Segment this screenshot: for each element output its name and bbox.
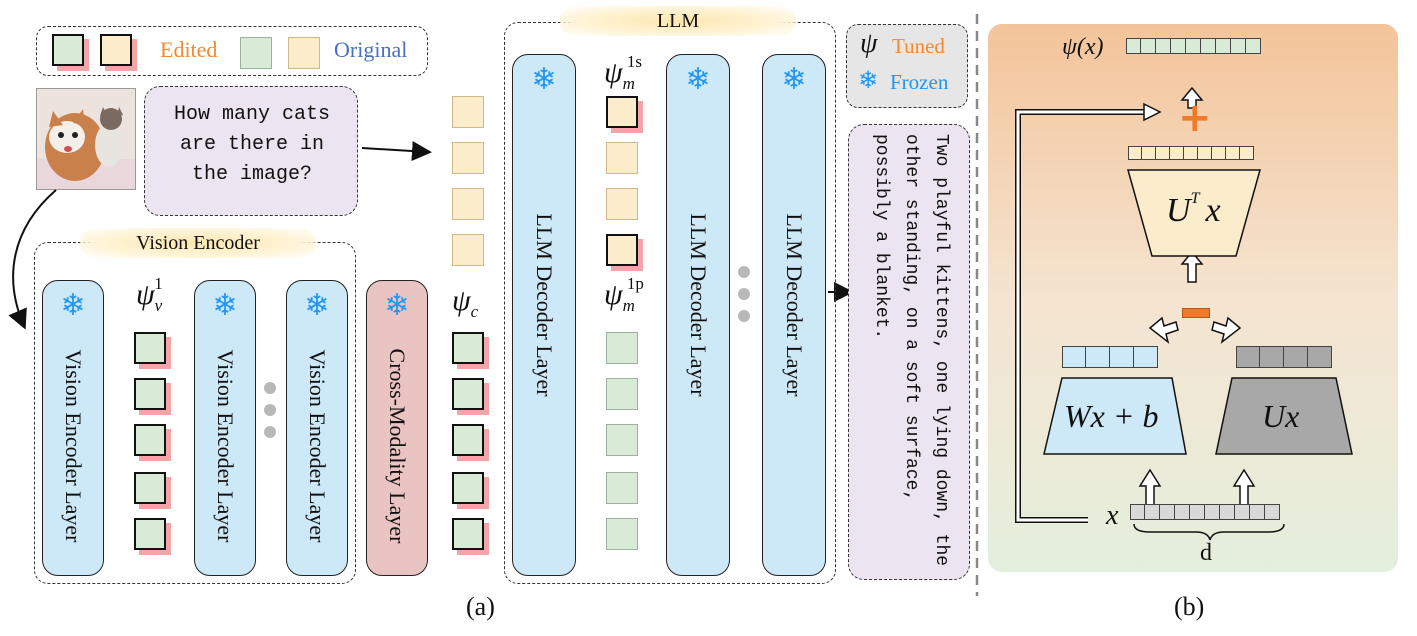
caption-b: (b): [1174, 592, 1205, 621]
plus-operator: +: [1178, 95, 1212, 141]
vision-token-3: [134, 424, 166, 456]
llm-text-token-3: [606, 188, 638, 220]
llm-text-token-2: [606, 142, 638, 174]
text-token-3: [452, 188, 484, 220]
skip-connection-inner: [1016, 110, 1150, 522]
llm-text-token-4: [606, 234, 638, 266]
vision-encoder-layer-3: ❄ Vision Encoder Layer: [286, 280, 348, 576]
diag-arrow-right: [1211, 316, 1242, 344]
snowflake-icon: ❄: [858, 66, 879, 94]
psi-m-1p-label: ψm1p: [604, 274, 644, 315]
cross-token-3: [452, 424, 484, 456]
image-to-encoder-arrow: [8, 189, 57, 330]
ux-block: [1215, 377, 1353, 455]
question-box: [144, 86, 358, 216]
ellipsis-dot: [738, 288, 750, 300]
legend-edited-yellow: [100, 34, 132, 66]
snowflake-icon: ❄: [781, 62, 807, 97]
ux-label: Ux: [1262, 398, 1300, 434]
psi-v-label: ψv1: [136, 274, 163, 315]
cat-image-svg: [37, 89, 135, 189]
skip-arrowhead: [1143, 102, 1162, 122]
question-to-llm-arrow: [361, 141, 432, 162]
up-arrow-minus: [1180, 250, 1204, 283]
wx-b-label: Wx + b: [1064, 398, 1159, 434]
diag-arrow-left: [1148, 316, 1179, 344]
vision-encoder-layer-1: ❄ Vision Encoder Layer: [42, 280, 104, 576]
question-text: How many cats are there in the image?: [173, 103, 331, 186]
llm-decoder-layer-3: ❄ LLM Decoder Layer: [762, 54, 826, 576]
llm-decoder-layer-2: ❄ LLM Decoder Layer: [666, 54, 730, 576]
cat-photo: [36, 88, 136, 190]
wx-b-block: [1043, 377, 1187, 455]
snowflake-icon: ❄: [304, 288, 330, 323]
up-arrow-wx: [1138, 468, 1162, 507]
llm-text-token-1: [606, 96, 638, 128]
llm-decoder-layer-1: ❄ LLM Decoder Layer: [512, 54, 576, 576]
legend-original-yellow: [288, 37, 320, 69]
text-token-1: [452, 96, 484, 128]
text-token-4: [452, 234, 484, 266]
llm-visual-token-5: [606, 518, 638, 550]
answer-text: Two playful kittens, one lying down, the…: [871, 134, 951, 567]
ux-output-vector: [1236, 346, 1332, 368]
ellipsis-dot: [264, 404, 276, 416]
ut-output-vector: [1128, 146, 1254, 160]
legend-edited-green: [52, 34, 84, 66]
snowflake-icon: ❄: [685, 62, 711, 97]
snowflake-icon: ❄: [60, 288, 86, 323]
output-label: ψ(x): [1062, 34, 1104, 60]
legend-edited-label: Edited: [160, 37, 218, 62]
snowflake-icon: ❄: [384, 288, 410, 323]
ellipsis-dot: [264, 426, 276, 438]
legend-original-green: [240, 37, 272, 69]
vision-token-1: [134, 332, 166, 364]
ut-x-block: [1127, 169, 1261, 257]
vision-token-4: [134, 472, 166, 504]
up-arrow-output: [1180, 86, 1204, 109]
llm-visual-token-4: [606, 472, 638, 504]
minus-operator: [1182, 308, 1210, 318]
llm-visual-token-2: [606, 378, 638, 410]
input-vector: [1130, 504, 1280, 520]
llm-title: LLM: [560, 6, 796, 36]
psi-m-1s-label: ψm1s: [604, 52, 643, 93]
cross-token-4: [452, 472, 484, 504]
cross-token-1: [452, 332, 484, 364]
snowflake-icon: ❄: [531, 62, 557, 97]
cross-modality-layer: ❄ Cross-Modality Layer: [366, 280, 428, 576]
tuned-frozen-legend: [846, 24, 968, 108]
snowflake-icon: ❄: [212, 288, 238, 323]
ellipsis-dot: [264, 382, 276, 394]
legend-box: [36, 26, 428, 76]
llm-visual-token-3: [606, 424, 638, 456]
legend-original-label: Original: [334, 37, 408, 62]
output-vector: [1126, 38, 1261, 54]
ellipsis-dot: [738, 266, 750, 278]
input-label: x: [1106, 500, 1119, 531]
dimension-brace: [1133, 523, 1285, 541]
psi-c-label: ψc: [452, 284, 479, 321]
panel-b-background: [988, 24, 1398, 572]
answer-box: [848, 124, 970, 580]
text-token-2: [452, 142, 484, 174]
tuned-psi-icon: ψ: [860, 28, 878, 59]
vision-token-2: [134, 378, 166, 410]
cross-token-5: [452, 518, 484, 550]
frozen-label: Frozen: [890, 70, 949, 94]
llm-visual-token-1: [606, 332, 638, 364]
wx-output-vector: [1062, 346, 1158, 368]
caption-a: (a): [466, 592, 495, 621]
up-arrow-ux: [1232, 468, 1256, 507]
tuned-label: Tuned: [892, 34, 945, 58]
vision-encoder-layer-2: ❄ Vision Encoder Layer: [194, 280, 256, 576]
dimension-label: d: [1200, 540, 1212, 566]
cross-token-2: [452, 378, 484, 410]
ellipsis-dot: [738, 310, 750, 322]
vision-token-5: [134, 518, 166, 550]
vision-encoder-title: Vision Encoder: [80, 228, 316, 258]
